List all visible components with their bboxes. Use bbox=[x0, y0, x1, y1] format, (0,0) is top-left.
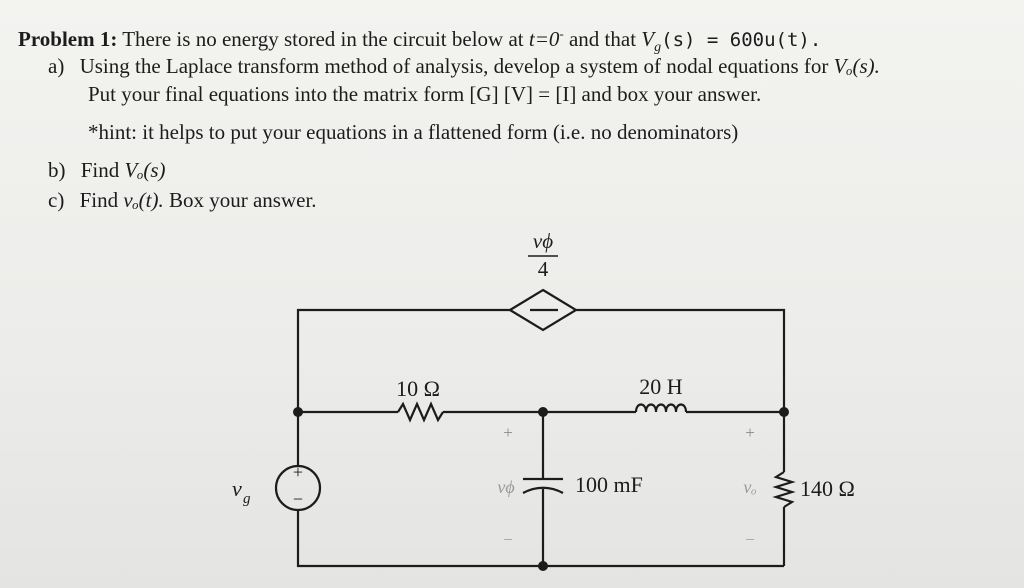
resistor-10-label: 10 Ω bbox=[396, 376, 440, 401]
junction-dot bbox=[538, 561, 548, 571]
hint-text: *hint: it helps to put your equations in… bbox=[88, 120, 739, 144]
problem-label: Problem 1: bbox=[18, 27, 118, 51]
dependent-current-source bbox=[507, 288, 579, 332]
vg-subscript: g bbox=[243, 491, 251, 507]
part-a-line1: a) Using the Laplace transform method of… bbox=[48, 54, 880, 78]
vg-label: v bbox=[232, 476, 242, 501]
problem-statement: Problem 1: There is no energy stored in … bbox=[18, 26, 822, 56]
part-b: b) Find Vₒ(s) bbox=[48, 158, 166, 182]
part-a-line2: Put your final equations into the matrix… bbox=[88, 82, 762, 106]
capacitor-plate-bottom bbox=[522, 486, 564, 494]
resistor-140-ohm bbox=[772, 471, 796, 508]
dep-source-denominator: 4 bbox=[538, 257, 549, 281]
junction-dot bbox=[779, 407, 789, 417]
inductor-label: 20 H bbox=[639, 374, 683, 399]
wire-bottom bbox=[296, 510, 784, 568]
resistor-10-ohm bbox=[397, 401, 444, 423]
part-c: c) Find vₒ(t). Box your answer. bbox=[48, 188, 317, 212]
vg-plus: + bbox=[293, 462, 303, 482]
vg-minus: − bbox=[293, 489, 303, 509]
inductor-20-H bbox=[634, 403, 688, 413]
resistor-140-label: 140 Ω bbox=[800, 476, 855, 501]
capacitor-label: 100 mF bbox=[575, 472, 643, 497]
vo-minus: − bbox=[745, 530, 755, 549]
vo-label: vₒ bbox=[743, 477, 756, 497]
vphi-plus: + bbox=[503, 423, 513, 442]
wire-top-left bbox=[296, 308, 510, 412]
vphi-label: vϕ bbox=[497, 477, 514, 497]
junction-dot bbox=[538, 407, 548, 417]
wire-top-right bbox=[576, 308, 786, 412]
junction-dot bbox=[293, 407, 303, 417]
dep-source-numerator: vϕ bbox=[533, 229, 553, 253]
vo-plus: + bbox=[745, 423, 755, 442]
vphi-minus: − bbox=[503, 530, 513, 549]
